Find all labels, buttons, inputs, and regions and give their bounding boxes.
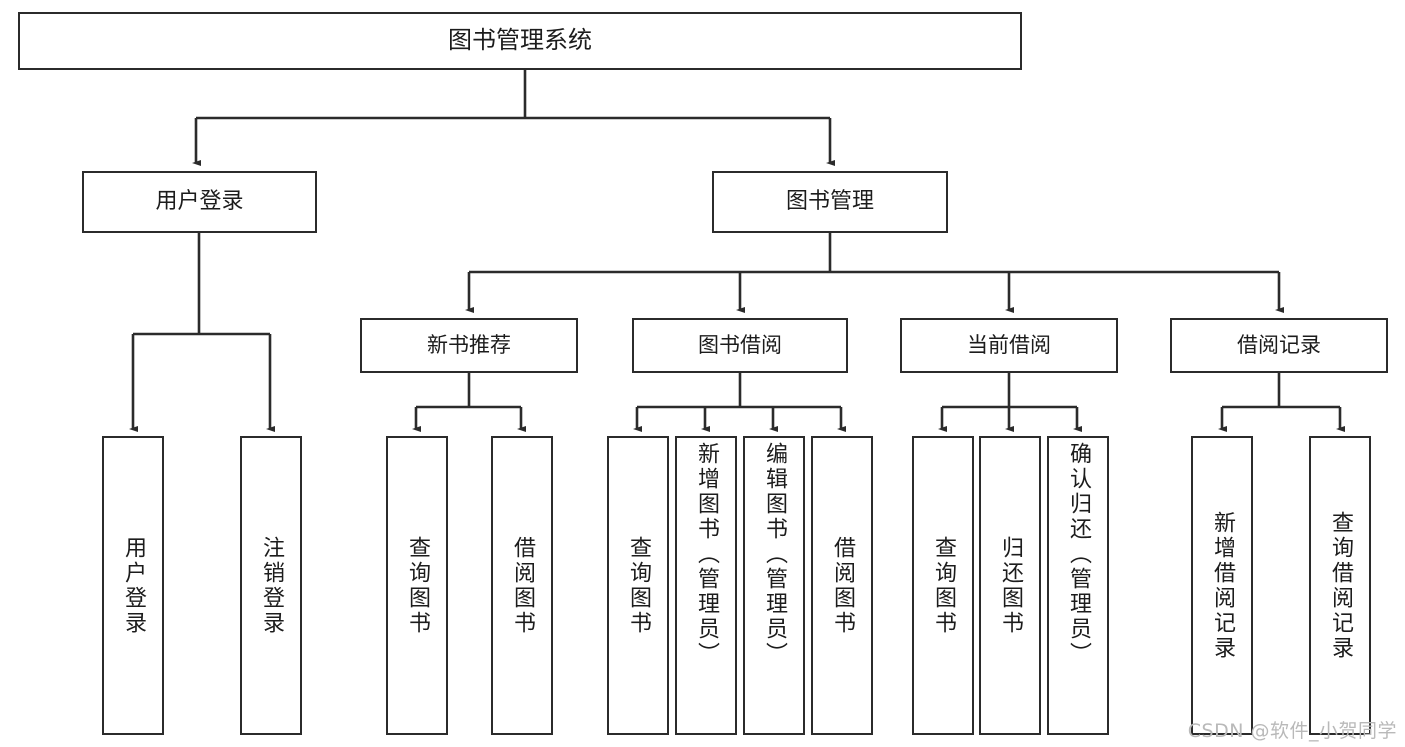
node-label: 图书管理系统 (448, 26, 592, 55)
node-leaf-query-book-3[interactable]: 查询图书 (912, 436, 974, 735)
node-leaf-confirm-return[interactable]: 确认归还（管理员） (1047, 436, 1109, 735)
node-label: 借阅图书 (510, 535, 535, 636)
node-book-borrow[interactable]: 图书借阅 (632, 318, 848, 373)
node-leaf-borrow-book-1[interactable]: 借阅图书 (491, 436, 553, 735)
node-label: 归还图书 (998, 535, 1023, 636)
node-label: 编辑图书（管理员） (762, 442, 787, 667)
node-leaf-borrow-book-2[interactable]: 借阅图书 (811, 436, 873, 735)
node-root-book-management-system[interactable]: 图书管理系统 (18, 12, 1022, 70)
node-leaf-query-record[interactable]: 查询借阅记录 (1309, 436, 1371, 735)
node-label: 图书管理 (785, 188, 874, 214)
node-label: 借阅图书 (830, 535, 855, 636)
node-leaf-add-book[interactable]: 新增图书（管理员） (675, 436, 737, 735)
node-label: 确认归还（管理员） (1066, 442, 1091, 667)
node-leaf-edit-book[interactable]: 编辑图书（管理员） (743, 436, 805, 735)
node-label: 查询图书 (405, 535, 430, 636)
csdn-watermark: CSDN @软件_小贺同学 (1187, 720, 1397, 742)
node-leaf-query-book-2[interactable]: 查询图书 (607, 436, 669, 735)
node-leaf-logout-login[interactable]: 注销登录 (240, 436, 302, 735)
node-label: 查询图书 (931, 535, 956, 636)
node-label: 新增图书（管理员） (694, 442, 719, 667)
node-book-management[interactable]: 图书管理 (712, 171, 948, 233)
node-leaf-add-record[interactable]: 新增借阅记录 (1191, 436, 1253, 735)
node-new-book-recommend[interactable]: 新书推荐 (360, 318, 578, 373)
node-current-borrow[interactable]: 当前借阅 (900, 318, 1118, 373)
node-label: 借阅记录 (1237, 332, 1321, 357)
node-label: 用户登录 (121, 535, 146, 636)
node-leaf-query-book-1[interactable]: 查询图书 (386, 436, 448, 735)
node-label: 新书推荐 (427, 332, 511, 357)
node-label: 用户登录 (155, 188, 244, 214)
node-borrow-record[interactable]: 借阅记录 (1170, 318, 1388, 373)
node-label: 新增借阅记录 (1210, 510, 1235, 661)
node-leaf-user-login[interactable]: 用户登录 (102, 436, 164, 735)
node-label: 查询图书 (626, 535, 651, 636)
node-label: 当前借阅 (967, 332, 1051, 357)
node-label: 注销登录 (259, 535, 284, 636)
node-user-login[interactable]: 用户登录 (82, 171, 317, 233)
node-label: 图书借阅 (698, 332, 782, 357)
node-leaf-return-book[interactable]: 归还图书 (979, 436, 1041, 735)
node-label: 查询借阅记录 (1328, 510, 1353, 661)
